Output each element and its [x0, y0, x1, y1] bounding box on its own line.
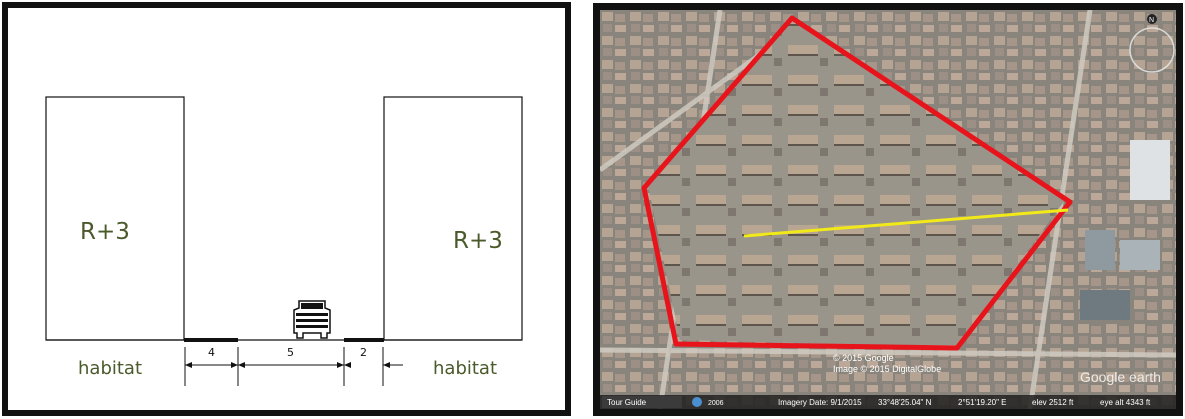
historical-imagery-control[interactable]: 2006 [692, 397, 724, 407]
longitude-readout: 2°51'19.20" E [958, 398, 1007, 407]
satellite-map[interactable]: N © 2015 Google Image © 2015 DigitalGlob… [600, 10, 1176, 409]
car-icon [293, 300, 331, 339]
district-boundary [641, 15, 1073, 351]
dim-left-label: 4 [208, 346, 215, 359]
dimension-arrows [185, 362, 390, 368]
industrial-buildings [1080, 140, 1170, 320]
copyright-imagery: Image © 2015 DigitalGlobe [833, 364, 941, 374]
section-cut-line [743, 208, 1069, 238]
compass-control[interactable]: N [1129, 14, 1175, 73]
dim-center-label: 5 [287, 346, 294, 359]
compass-north-label: N [1149, 17, 1154, 24]
right-building [383, 96, 523, 341]
google-earth-logo: Google earth [1080, 369, 1161, 385]
district-area [648, 18, 1065, 347]
latitude-readout: 33°48'25.04" N [878, 398, 932, 407]
tour-guide-label: Tour Guide [607, 398, 647, 407]
satellite-map-panel: N © 2015 Google Image © 2015 DigitalGlob… [593, 3, 1183, 416]
copyright-google: © 2015 Google [833, 353, 894, 363]
dim-right-label: 2 [360, 346, 367, 359]
left-ground-label: habitat [78, 358, 142, 379]
imagery-date: Imagery Date: 9/1/2015 [778, 398, 862, 407]
map-status-bar [600, 395, 1176, 409]
street-section-diagram: R+3 R+3 habitat habitat 4 5 2 [45, 96, 523, 386]
right-building-label: R+3 [453, 228, 503, 254]
dimension-lines [184, 347, 403, 386]
tour-guide-button[interactable]: Tour Guide [602, 396, 682, 408]
historical-year-label: 2006 [708, 400, 724, 407]
elevation-readout: elev 2512 ft [1032, 398, 1074, 407]
street-section-panel: R+3 R+3 habitat habitat 4 5 2 [2, 2, 571, 416]
right-ground-label: habitat [433, 358, 497, 379]
left-building-label: R+3 [80, 219, 130, 245]
eye-altitude-readout: eye alt 4343 ft [1100, 398, 1151, 407]
